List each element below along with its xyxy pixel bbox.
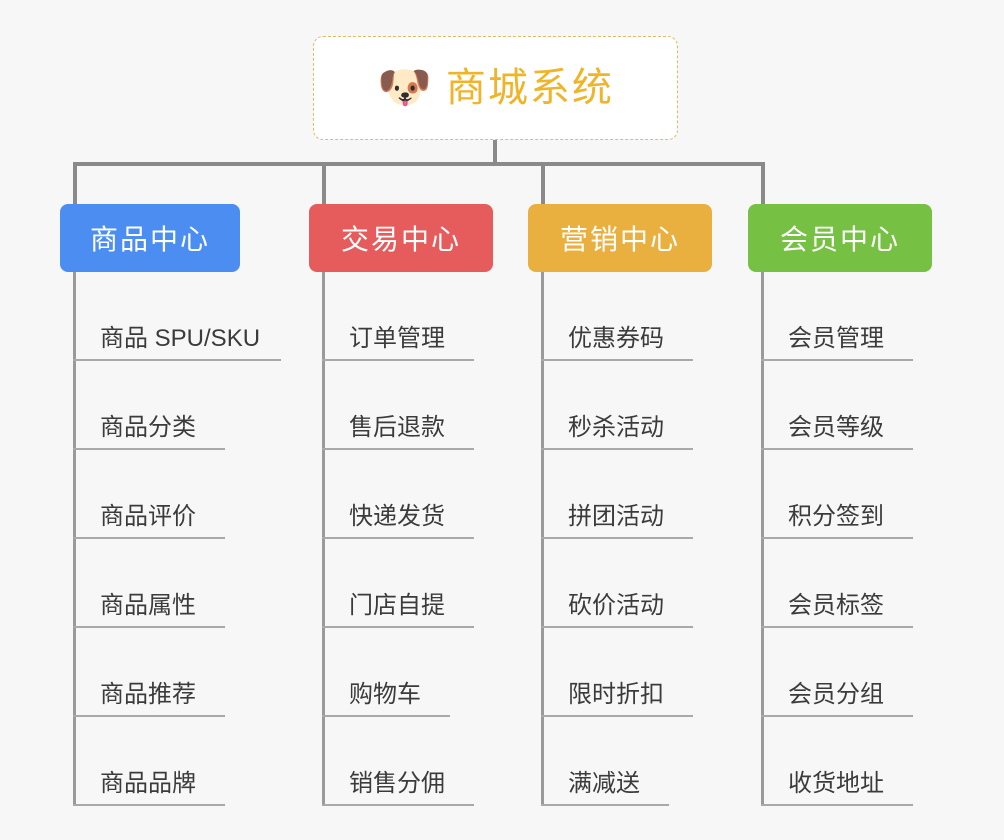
- category-header-product-center[interactable]: 商品中心: [60, 204, 240, 272]
- leaf-underline: [73, 448, 225, 450]
- leaf-label: 购物车: [349, 680, 421, 708]
- leaf-underline: [761, 359, 913, 361]
- category-header-trade-center[interactable]: 交易中心: [309, 204, 493, 272]
- connector-drop-product-center: [73, 162, 77, 204]
- leaf-underline: [73, 537, 225, 539]
- connector-horizontal-bus: [73, 162, 765, 166]
- category-header-member-center[interactable]: 会员中心: [748, 204, 932, 272]
- leaf-label: 销售分佣: [349, 769, 445, 797]
- spine-product-center: [73, 272, 76, 806]
- root-node-title: 商城系统: [445, 66, 614, 110]
- leaf-underline: [73, 804, 225, 806]
- leaf-underline: [761, 804, 913, 806]
- leaf-label: 会员等级: [788, 413, 884, 441]
- connector-root-stem: [493, 140, 497, 165]
- leaf-label: 商品 SPU/SKU: [100, 324, 261, 352]
- leaf-label: 商品推荐: [100, 680, 196, 708]
- leaf-label: 门店自提: [349, 591, 445, 619]
- column-marketing-center: 营销中心优惠券码秒杀活动拼团活动砍价活动限时折扣满减送: [528, 204, 712, 806]
- leaf-label: 会员管理: [788, 324, 884, 352]
- shiba-dog-face-icon: 🐶: [377, 63, 432, 112]
- leaf-label: 秒杀活动: [568, 413, 664, 441]
- leaf-label: 会员分组: [788, 680, 884, 708]
- leaf-underline: [322, 537, 474, 539]
- leaf-label: 商品品牌: [100, 769, 196, 797]
- leaf-label: 商品评价: [100, 502, 196, 530]
- column-member-center: 会员中心会员管理会员等级积分签到会员标签会员分组收货地址: [748, 204, 932, 806]
- leaf-label: 收货地址: [788, 769, 884, 797]
- leaf-underline: [761, 448, 913, 450]
- connector-drop-trade-center: [322, 162, 326, 204]
- leaf-label: 砍价活动: [568, 591, 664, 619]
- connector-drop-member-center: [761, 162, 765, 204]
- leaf-underline: [541, 626, 693, 628]
- leaf-underline: [541, 448, 693, 450]
- leaf-label: 售后退款: [349, 413, 445, 441]
- leaf-underline: [73, 715, 225, 717]
- leaf-label: 会员标签: [788, 591, 884, 619]
- leaf-label: 商品属性: [100, 591, 196, 619]
- leaf-underline: [322, 448, 474, 450]
- category-header-marketing-center[interactable]: 营销中心: [528, 204, 712, 272]
- leaf-label: 快递发货: [349, 502, 445, 530]
- leaf-label: 拼团活动: [568, 502, 664, 530]
- leaf-label: 订单管理: [349, 324, 445, 352]
- spine-trade-center: [322, 272, 325, 806]
- spine-member-center: [761, 272, 764, 806]
- column-product-center: 商品中心商品 SPU/SKU 商品分类商品评价商品属性商品推荐商品品牌: [60, 204, 281, 806]
- connector-drop-marketing-center: [541, 162, 545, 204]
- leaf-underline: [322, 359, 474, 361]
- leaf-underline: [761, 715, 913, 717]
- leaf-label: 满减送: [568, 769, 640, 797]
- leaf-label: 商品分类: [100, 413, 196, 441]
- leaf-underline: [761, 626, 913, 628]
- root-node-mall-system[interactable]: 🐶 商城系统: [313, 36, 678, 140]
- leaf-underline: [322, 804, 474, 806]
- leaf-underline: [541, 537, 693, 539]
- leaf-underline: [73, 626, 225, 628]
- leaf-underline: [73, 359, 281, 361]
- leaf-label: 优惠券码: [568, 324, 664, 352]
- leaf-label: 积分签到: [788, 502, 884, 530]
- column-trade-center: 交易中心订单管理售后退款快递发货门店自提购物车销售分佣: [309, 204, 493, 806]
- leaf-underline: [322, 715, 450, 717]
- leaf-underline: [541, 715, 693, 717]
- leaf-underline: [541, 359, 693, 361]
- leaf-underline: [322, 626, 474, 628]
- leaf-underline: [541, 804, 669, 806]
- leaf-underline: [761, 537, 913, 539]
- leaf-label: 限时折扣: [568, 680, 664, 708]
- spine-marketing-center: [541, 272, 544, 806]
